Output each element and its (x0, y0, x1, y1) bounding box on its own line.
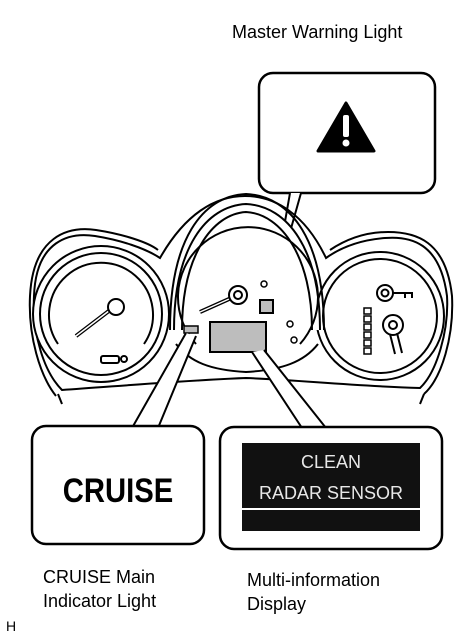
left-gauge (32, 245, 170, 383)
cruise-label-line-2: Indicator Light (43, 591, 157, 611)
fuel-icon (100, 355, 128, 364)
right-gauge (315, 251, 445, 381)
cruise-callout (30, 424, 206, 546)
display-screen (242, 443, 420, 531)
warning-triangle-icon (316, 101, 376, 153)
multi-information-display (209, 321, 267, 353)
center-gauge (169, 192, 325, 374)
temperature-knob-icon (382, 314, 404, 355)
left-gauge-needle (74, 298, 125, 338)
display-line-2: RADAR SENSOR (259, 483, 403, 503)
center-gauge-needle (199, 285, 248, 314)
cruise-label-line-1: CRUISE Main (43, 567, 156, 587)
key-icon (376, 284, 413, 302)
master-warning-light (259, 299, 274, 314)
level-bar-icon (363, 307, 372, 355)
cruise-indicator-light (183, 325, 199, 334)
display-label-line-1: Multi-information (247, 570, 381, 590)
master-warning-callout (257, 71, 437, 195)
corner-mark: H (6, 618, 17, 634)
display-line-1: CLEAN (301, 452, 361, 472)
display-leader (251, 349, 329, 429)
display-label-line-2: Display (247, 594, 307, 614)
indicator-dots (260, 280, 298, 344)
master-warning-label: Master Warning Light (232, 22, 403, 42)
cruise-callout-text: CRUISE (63, 471, 173, 510)
